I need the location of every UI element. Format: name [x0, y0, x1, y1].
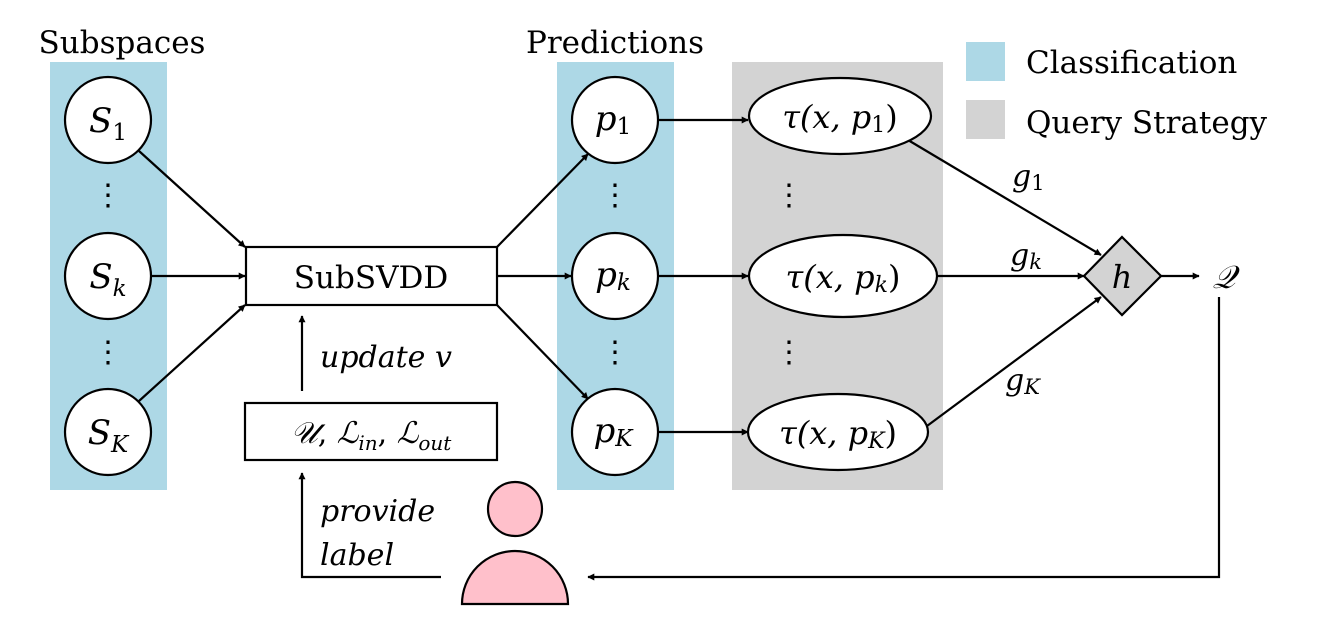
aggregator-label: h [1112, 258, 1133, 296]
edge-tauK-h [926, 296, 1102, 427]
predictions-header: Predictions [526, 25, 704, 61]
legend: Classification Query Strategy [966, 42, 1268, 141]
weight-label-k: gk [1010, 238, 1042, 274]
query-label-k: τ(x, pk) [786, 258, 901, 298]
subspace-node-1 [63, 75, 153, 165]
ellipsis: ⋮ [600, 178, 630, 213]
edge-subsvdd-pK [496, 304, 589, 400]
datasets-box [243, 401, 499, 462]
aggregator-node [1082, 235, 1163, 317]
provide-label-line1: provide [320, 494, 435, 529]
subsvdd-box [244, 245, 499, 307]
subspace-node-k [63, 231, 153, 321]
weight-label-1: g1 [1012, 159, 1045, 195]
query-node-K [746, 392, 930, 472]
legend-label-query-strategy: Query Strategy [1026, 105, 1268, 141]
edge-tau1-h [907, 139, 1102, 256]
edge-q-user [587, 297, 1221, 581]
edge-user-datasets [298, 472, 441, 579]
prediction-node-1 [570, 75, 660, 165]
user-icon [460, 480, 570, 606]
subspaces-header: Subspaces [39, 25, 206, 61]
edges [138, 116, 1221, 581]
legend-swatch-query-strategy [966, 100, 1005, 139]
query-node-1 [747, 76, 933, 156]
legend-label-classification: Classification [1026, 45, 1237, 81]
ellipsis: ⋮ [600, 335, 630, 370]
datasets-label: 𝒰, ℒin, ℒout [291, 416, 453, 455]
subsvdd-label: SubSVDD [294, 260, 448, 296]
subspace-label-1: S1 [89, 101, 127, 146]
query-label-1: τ(x, p1) [782, 98, 898, 138]
prediction-nodes: p1 ⋮ pk ⋮ pK [570, 75, 660, 477]
ellipsis: ⋮ [93, 178, 123, 213]
ellipsis: ⋮ [93, 335, 123, 370]
subspace-nodes: S1 ⋮ Sk ⋮ SK [63, 75, 153, 477]
provide-label-line2: label [320, 538, 394, 573]
query-output-label: 𝒬 [1213, 258, 1241, 296]
subspace-node-K [63, 387, 153, 477]
query-nodes: τ(x, p1) ⋮ τ(x, pk) ⋮ τ(x, pK) [746, 76, 939, 472]
subspace-label-K: SK [88, 413, 130, 458]
query-node-k [747, 233, 939, 319]
edge-s1-subsvdd [138, 150, 246, 248]
ellipsis: ⋮ [774, 335, 804, 370]
prediction-node-K [570, 387, 660, 477]
subspace-label-k: Sk [89, 257, 126, 302]
prediction-node-k [570, 231, 660, 321]
prediction-label-K: pK [594, 411, 635, 452]
edge-sK-subsvdd [138, 304, 246, 402]
query-label-K: τ(x, pK) [779, 414, 897, 454]
legend-swatch-classification [966, 42, 1005, 81]
weight-label-K: gK [1005, 363, 1041, 399]
update-label: update v [320, 340, 452, 375]
prediction-label-k: pk [595, 255, 631, 296]
prediction-label-1: p1 [595, 99, 631, 140]
ellipsis: ⋮ [774, 178, 804, 213]
edge-subsvdd-p1 [496, 153, 589, 248]
